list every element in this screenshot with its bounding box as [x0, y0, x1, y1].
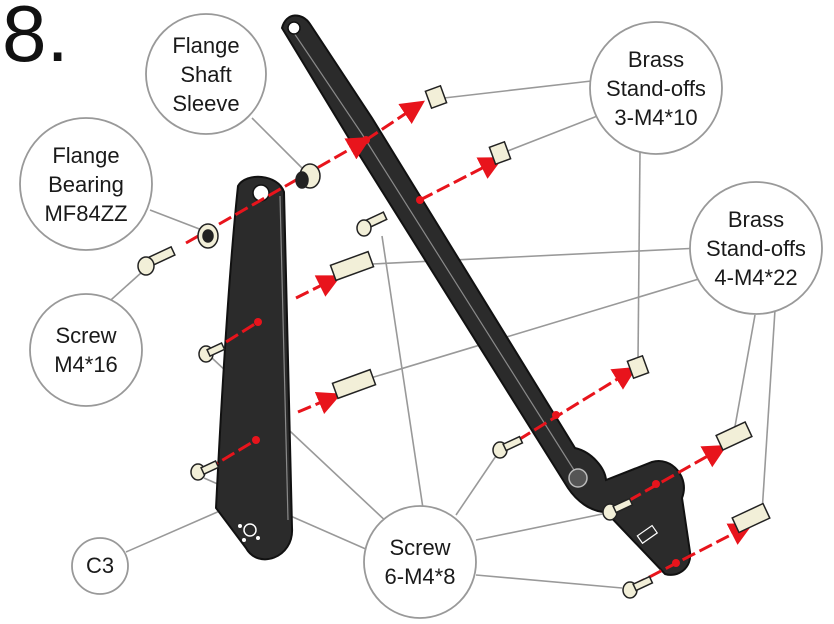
callout-brass-standoffs-4: Brass Stand-offs 4-M4*22 [690, 205, 822, 292]
callout-line: 3-M4*10 [614, 105, 698, 130]
callout-screw-m4x16: Screw M4*16 [30, 321, 142, 379]
callout-circles [19, 13, 823, 619]
callout-line: Stand-offs [706, 236, 806, 261]
flange-parts [197, 163, 321, 249]
callout-brass-standoffs-3: Brass Stand-offs 3-M4*10 [590, 45, 722, 132]
callout-line: Flange [172, 33, 240, 58]
callout-line: 6-M4*8 [384, 564, 456, 589]
callout-line: Brass [627, 47, 685, 72]
callout-line: Shaft [180, 62, 232, 87]
leader-lines [101, 79, 776, 589]
callout-line: C3 [85, 553, 115, 578]
brass-standoffs [329, 84, 771, 534]
callout-flange-shaft-sleeve: Flange Shaft Sleeve [146, 31, 266, 118]
screws [137, 211, 654, 599]
step-number: 8. [2, 0, 69, 78]
callout-screw-6: Screw 6-M4*8 [364, 533, 476, 591]
link-arm-c3 [214, 175, 294, 561]
callout-line: Brass [727, 207, 785, 232]
callout-line: Screw [55, 323, 117, 348]
callout-line: M4*16 [54, 352, 118, 377]
callout-line: Stand-offs [606, 76, 706, 101]
callout-flange-bearing: Flange Bearing MF84ZZ [20, 141, 152, 228]
callout-line: MF84ZZ [44, 201, 128, 226]
callout-c3: C3 [72, 551, 128, 580]
callout-line: Bearing [48, 172, 124, 197]
callout-line: 4-M4*22 [714, 265, 798, 290]
callout-line: Sleeve [172, 91, 240, 116]
callout-line: Flange [52, 143, 120, 168]
callout-line: Screw [389, 535, 451, 560]
